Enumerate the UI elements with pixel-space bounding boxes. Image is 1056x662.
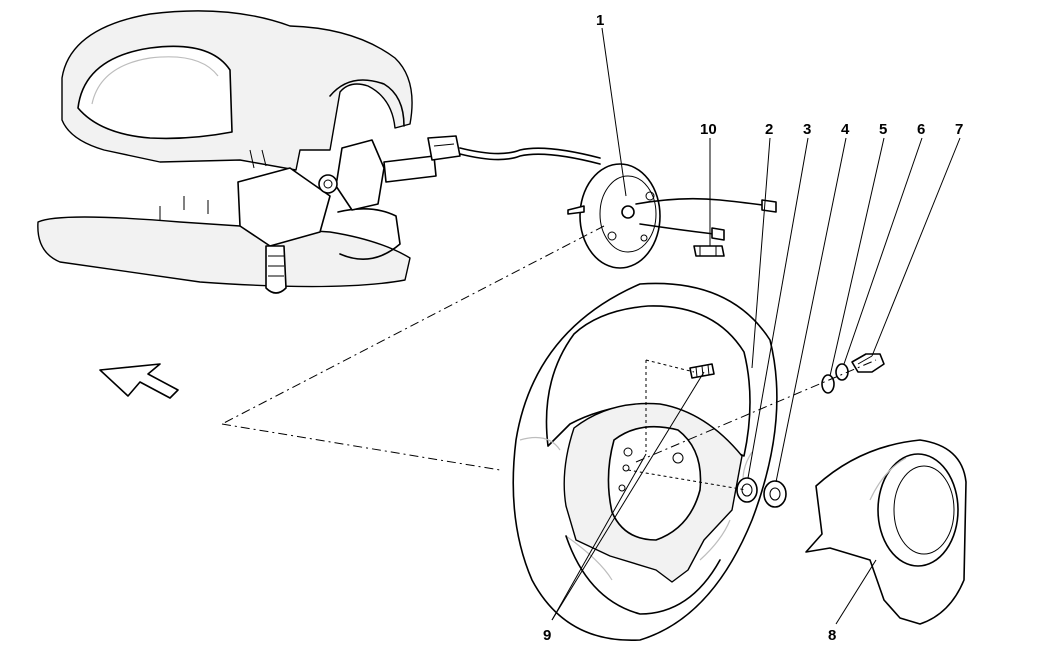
steering-wheel <box>512 282 778 641</box>
clock-spring <box>567 163 777 269</box>
wire-terminal <box>711 227 725 241</box>
callout-5: 5 <box>879 121 887 138</box>
column-shroud <box>237 167 331 247</box>
connector-cable <box>459 147 601 159</box>
dashboard-column-assembly <box>37 10 461 294</box>
callout-6: 6 <box>917 121 925 138</box>
leader-lines <box>551 27 961 625</box>
callout-8: 8 <box>828 627 836 644</box>
wire-plug <box>761 199 777 213</box>
hood-curve <box>329 79 405 127</box>
cluster-inner-line <box>91 56 219 105</box>
callout-1: 1 <box>596 12 604 29</box>
upper-shaft <box>383 155 437 183</box>
flat-washer <box>821 374 835 394</box>
ignition-ring <box>318 174 338 194</box>
callout-4: 4 <box>841 121 850 138</box>
nut-ring <box>763 480 787 508</box>
spacer-ring <box>736 477 758 503</box>
switch-stalk <box>335 139 385 211</box>
callout-7: 7 <box>955 121 963 138</box>
lower-dash-panel <box>37 216 411 288</box>
alignment-line-left-bottom <box>221 423 501 471</box>
connector-block <box>693 245 725 257</box>
clock-spring-wire <box>635 197 771 207</box>
steering-shaft <box>265 245 287 294</box>
alignment-line-left-top <box>221 225 605 425</box>
airbag-module <box>805 439 967 625</box>
callout-10: 10 <box>700 121 717 138</box>
bolt-axis-line <box>645 359 695 452</box>
alignment-line-right <box>635 359 877 463</box>
callout-3: 3 <box>803 121 811 138</box>
direction-arrow <box>99 363 179 399</box>
wiring-connector <box>427 135 461 161</box>
spring-washer <box>835 363 849 381</box>
callout-9: 9 <box>543 627 551 644</box>
callout-2: 2 <box>765 121 773 138</box>
